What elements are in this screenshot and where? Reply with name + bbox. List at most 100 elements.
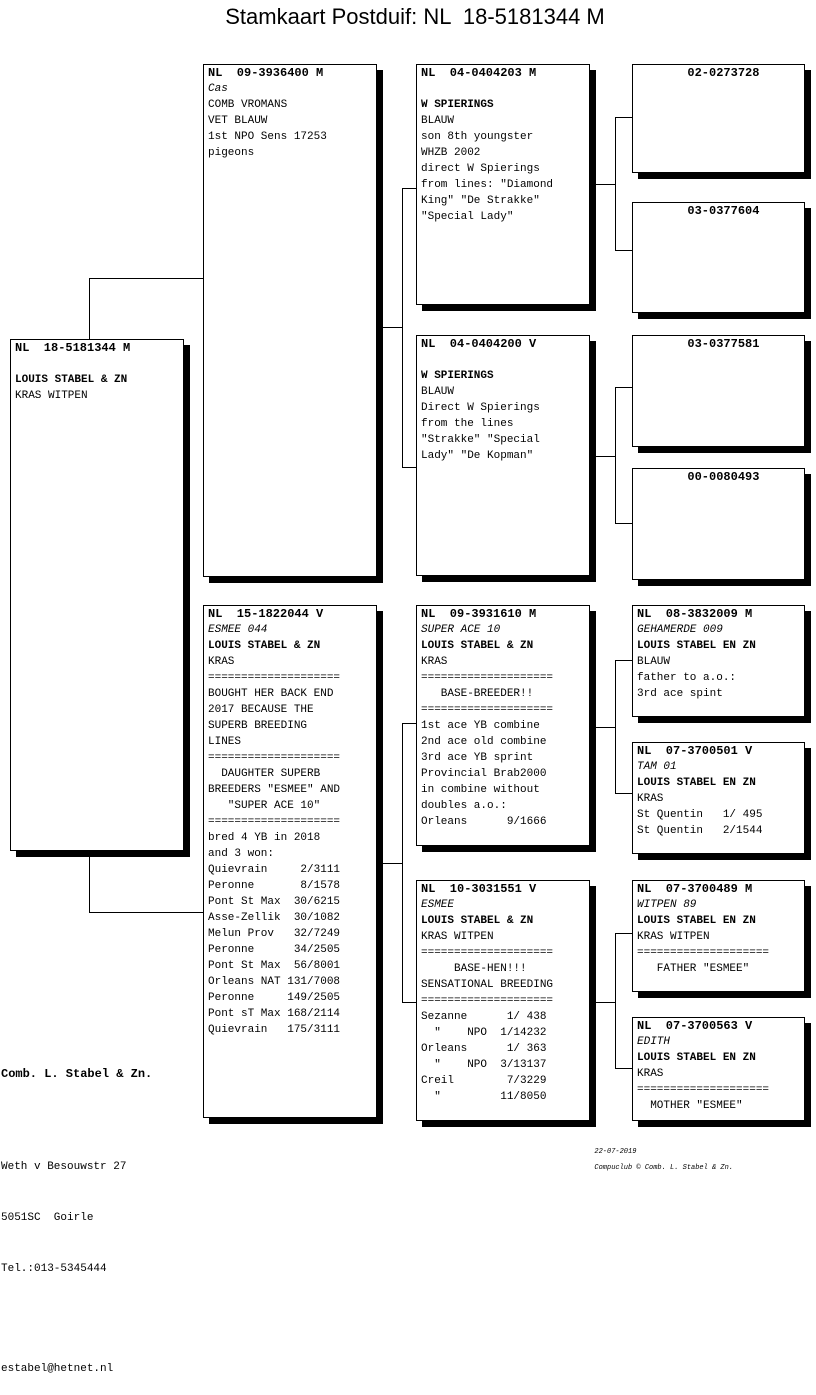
breeder-street: Weth v Besouwstr 27 — [1, 1161, 127, 1173]
card-line: KRAS — [421, 656, 448, 668]
card-line: WHZB 2002 — [421, 147, 481, 159]
card-line: from the lines — [421, 418, 514, 430]
card-line: ESMEE — [421, 899, 455, 911]
card-line — [421, 352, 585, 368]
card-line: Peronne 8/1578 — [208, 880, 341, 892]
card-line: LOUIS STABEL EN ZN — [637, 1052, 756, 1064]
card-line: 1st ace YB combine — [421, 720, 540, 732]
connector-line — [402, 188, 403, 468]
card-line: Lady" "De Kopman" — [421, 450, 534, 462]
card-line: "Strakke" "Special — [421, 434, 540, 446]
card-line: EDITH — [637, 1036, 671, 1048]
card-line: Provincial Brab2000 — [421, 768, 547, 780]
card-line: son 8th youngster — [421, 131, 534, 143]
card-line: ESMEE 044 — [208, 624, 268, 636]
connector-line — [615, 933, 633, 934]
card-line: Peronne 149/2505 — [208, 992, 341, 1004]
card-line: and 3 won: — [208, 848, 275, 860]
card-line: doubles a.o.: — [421, 800, 507, 812]
card-line: LOUIS STABEL EN ZN — [637, 915, 756, 927]
connector-line — [615, 117, 633, 118]
card-line: SUPERB BREEDING — [208, 720, 308, 732]
card-line: in combine without — [421, 784, 540, 796]
card-line: Cas — [208, 83, 228, 95]
card-line: MOTHER "ESMEE" — [637, 1100, 743, 1112]
card-line: TAM 01 — [637, 761, 677, 773]
card-line: ==================== — [421, 672, 554, 684]
card-line: VET BLAUW — [208, 115, 268, 127]
card-line: pigeons — [208, 147, 255, 159]
connector-line — [402, 1002, 417, 1003]
card-line: "Special Lady" — [421, 211, 514, 223]
card-line: Quievrain 2/3111 — [208, 864, 341, 876]
card-line: LOUIS STABEL & ZN — [421, 640, 534, 652]
card-line: Quievrain 175/3111 — [208, 1024, 341, 1036]
card-line: Orleans 9/1666 — [421, 816, 547, 828]
card-line: WITPEN 89 — [637, 899, 697, 911]
ring-number: 03-0377604 — [637, 204, 760, 218]
ring-number: NL 07-3700563 V — [637, 1019, 753, 1033]
card-line: Direct W Spierings — [421, 402, 540, 414]
card-line: Pont St Max 56/8001 — [208, 960, 341, 972]
pedigree-card-sire-dam-sire: 03-0377581 — [632, 335, 805, 447]
connector-line — [596, 727, 616, 728]
card-line: BASE-BREEDER!! — [421, 688, 534, 700]
pedigree-card-sire-sire-sire: 02-0273728 — [632, 64, 805, 173]
card-line: ==================== — [421, 704, 554, 716]
ring-number: NL 07-3700501 V — [637, 744, 753, 758]
breeder-phone: Tel.:013-5345444 — [1, 1263, 107, 1275]
card-line: Sezanne 1/ 438 — [421, 1011, 547, 1023]
card-line: W SPIERINGS — [421, 99, 494, 111]
card-line: W SPIERINGS — [421, 370, 494, 382]
connector-line — [596, 456, 616, 457]
pedigree-card-dam-sire-dam: NL 07-3700501 V TAM 01 LOUIS STABEL EN ZN K… — [632, 742, 805, 854]
card-line: 2nd ace old combine — [421, 736, 547, 748]
connector-line — [596, 1002, 616, 1003]
card-line: Asse-Zellik 30/1082 — [208, 912, 341, 924]
pedigree-card-sire-dam-dam: 00-0080493 — [632, 468, 805, 580]
connector-line — [89, 912, 204, 913]
card-line: BASE-HEN!!! — [421, 963, 527, 975]
card-line: Melun Prov 32/7249 — [208, 928, 341, 940]
card-line: LOUIS STABEL EN ZN — [637, 777, 756, 789]
card-line: Pont sT Max 168/2114 — [208, 1008, 341, 1020]
breeder-info: Comb. L. Stabel & Zn. Weth v Besouwstr 2… — [1, 1032, 152, 1395]
card-line: KRAS — [637, 793, 664, 805]
card-line: BREEDERS "ESMEE" AND — [208, 784, 341, 796]
card-line: 1st NPO Sens 17253 — [208, 131, 327, 143]
connector-line — [615, 660, 633, 661]
connector-line — [615, 387, 633, 388]
connector-line — [615, 387, 616, 524]
card-line: St Quentin 2/1544 — [637, 825, 763, 837]
card-line: LOUIS STABEL EN ZN — [637, 640, 756, 652]
connector-line — [615, 523, 633, 524]
card-line: Peronne 34/2505 — [208, 944, 341, 956]
card-line: direct W Spierings — [421, 163, 540, 175]
connector-line — [615, 250, 633, 251]
card-line: 3rd ace YB sprint — [421, 752, 534, 764]
card-line — [15, 356, 179, 372]
card-line: BLAUW — [421, 386, 455, 398]
ring-number: 03-0377581 — [637, 337, 760, 351]
connector-line — [402, 723, 417, 724]
card-line: King" "De Strakke" — [421, 195, 540, 207]
card-line: Pont St Max 30/6215 — [208, 896, 341, 908]
card-line: BLAUW — [421, 115, 455, 127]
card-line: Orleans NAT 131/7008 — [208, 976, 341, 988]
card-line: BLAUW — [637, 656, 671, 668]
card-line: ==================== — [421, 947, 554, 959]
page-title: Stamkaart Postduif: NL 18-5181344 M — [225, 4, 605, 29]
ring-number: NL 15-1822044 V — [208, 607, 324, 621]
connector-line — [615, 793, 633, 794]
breeder-email: estabel@hetnet.nl — [1, 1363, 114, 1375]
card-line: SENSATIONAL BREEDING — [421, 979, 554, 991]
